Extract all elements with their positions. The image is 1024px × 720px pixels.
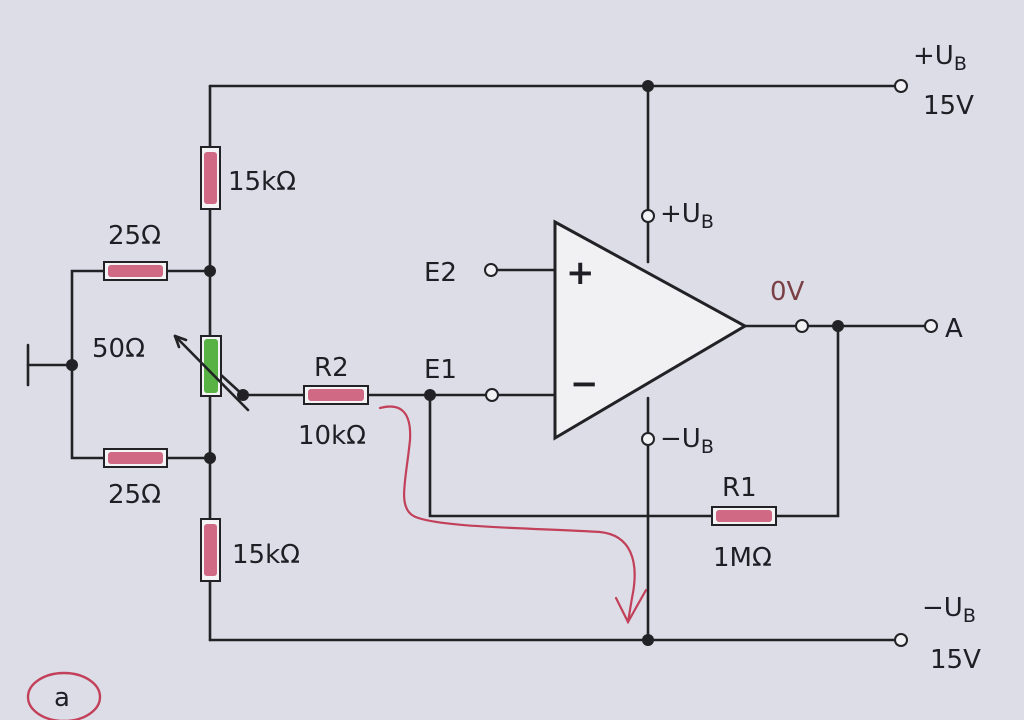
terminal-opamp-neg-supply (641, 432, 655, 446)
r-bottom-label: 15kΩ (232, 540, 300, 570)
opamp-plus-sign: + (566, 253, 595, 293)
corner-mark: a (26, 671, 102, 720)
output-note-label: 0V (770, 277, 805, 307)
input-e2-label: E2 (424, 258, 457, 288)
resistor-r1 (711, 506, 777, 526)
r-left-bottom-label: 25Ω (108, 480, 161, 510)
r2-value-label: 10kΩ (298, 421, 366, 451)
terminal-a (924, 319, 938, 333)
terminal-e1 (485, 388, 499, 402)
supply-pos-label: +UB (913, 41, 967, 75)
output-a-label: A (945, 314, 963, 344)
opamp-minus-sign: − (570, 364, 599, 404)
r2-name-label: R2 (314, 353, 349, 383)
opamp-pos-supply-label: +UB (660, 199, 714, 233)
resistor-25-top (103, 261, 168, 281)
junction-dots (66, 80, 844, 646)
supply-pos-value: 15V (923, 91, 974, 121)
supply-neg-value: 15V (930, 645, 981, 675)
potentiometer-50 (173, 334, 250, 412)
input-e1-label: E1 (424, 355, 457, 385)
r1-name-label: R1 (722, 473, 757, 503)
opamp: + − (553, 219, 749, 441)
r-left-top-label: 25Ω (108, 221, 161, 251)
r1-value-label: 1MΩ (713, 543, 772, 573)
supply-neg-label: −UB (922, 593, 976, 627)
resistor-25-bottom (103, 448, 168, 468)
pot-label: 50Ω (92, 334, 145, 364)
terminals (484, 79, 938, 647)
wires (26, 84, 927, 642)
opamp-neg-supply-label: −UB (660, 424, 714, 458)
resistor-r2 (303, 385, 369, 405)
corner-mark-label: a (54, 683, 70, 713)
terminal-opamp-pos-supply (641, 209, 655, 223)
terminal-pos-supply (894, 79, 908, 93)
terminal-e2 (484, 263, 498, 277)
labels: +UB 15V −UB 15V +UB −UB E2 E1 A 0V 15kΩ … (92, 41, 981, 675)
annotation-arrow (378, 405, 648, 625)
terminal-opamp-output (795, 319, 809, 333)
r-top-label: 15kΩ (228, 167, 296, 197)
resistor-15k-bottom (200, 518, 221, 582)
terminal-neg-supply (894, 633, 908, 647)
resistor-15k-top (200, 146, 221, 210)
